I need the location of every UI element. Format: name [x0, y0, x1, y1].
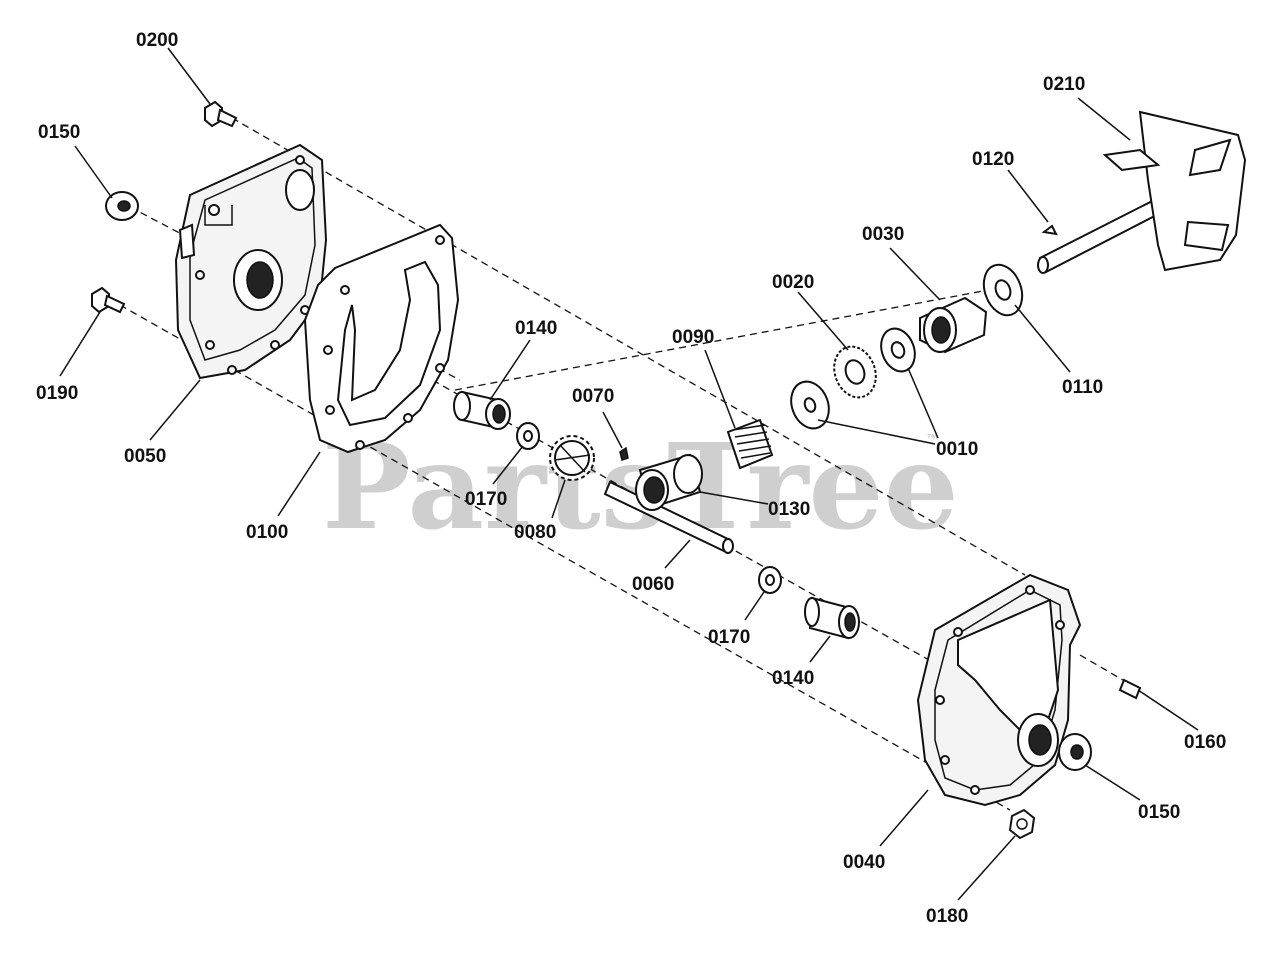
part-0190-bolt[interactable]	[91, 286, 126, 314]
part-0100-gasket[interactable]	[303, 223, 460, 454]
part-0110-washer[interactable]	[977, 259, 1029, 320]
part-0210-impeller[interactable]	[1037, 110, 1247, 274]
part-0150-nut-left[interactable]	[105, 191, 139, 221]
part-0060-shaft[interactable]	[603, 480, 734, 554]
label-0150-right: 0150	[1138, 802, 1180, 823]
part-0160-set-screw[interactable]	[1118, 678, 1142, 700]
label-0210: 0210	[1043, 74, 1085, 95]
label-0020: 0020	[772, 272, 814, 293]
part-0010-washer-inner[interactable]	[875, 324, 920, 376]
label-0030: 0030	[862, 224, 904, 245]
label-0120: 0120	[972, 149, 1014, 170]
part-0150-nut-right[interactable]	[1058, 733, 1092, 771]
part-0070-key[interactable]	[619, 446, 629, 461]
part-0180-nut[interactable]	[1008, 808, 1036, 840]
label-0070: 0070	[572, 386, 614, 407]
label-0050: 0050	[124, 446, 166, 467]
part-0020-thrust-bearing[interactable]	[827, 341, 882, 404]
label-0190: 0190	[36, 383, 78, 404]
part-0040-right-housing[interactable]	[916, 573, 1082, 807]
leader-lines	[59, 47, 1199, 901]
label-0110: 0110	[1062, 377, 1103, 398]
label-0170-upper: 0170	[465, 489, 507, 510]
label-0160: 0160	[1184, 732, 1226, 753]
label-0010: 0010	[936, 439, 978, 460]
label-0060: 0060	[632, 574, 674, 595]
label-0170-lower: 0170	[708, 627, 750, 648]
label-0080: 0080	[514, 522, 556, 543]
label-0140-lower: 0140	[772, 668, 814, 689]
label-0200: 0200	[136, 30, 178, 51]
label-0180: 0180	[926, 906, 968, 927]
label-0140-upper: 0140	[515, 318, 557, 339]
watermark-trademark: ™	[926, 431, 938, 445]
part-0200-bolt[interactable]	[204, 100, 238, 128]
part-0120-key[interactable]	[1041, 224, 1058, 236]
part-0140-bushing-lower[interactable]	[804, 596, 860, 640]
part-labels: 0200 0150 0190 0050 0100 0140 0170 0070 …	[36, 30, 1226, 927]
label-0090: 0090	[672, 327, 714, 348]
part-0090-worm[interactable]	[726, 418, 774, 470]
part-0170-washer-upper[interactable]	[516, 422, 540, 450]
part-0030-bearing-housing[interactable]	[919, 296, 988, 354]
label-0130: 0130	[768, 499, 810, 520]
label-0150-left: 0150	[38, 122, 80, 143]
part-0170-washer-lower[interactable]	[758, 566, 782, 594]
label-0100: 0100	[246, 522, 288, 543]
part-0080-gear[interactable]	[549, 435, 595, 481]
part-0050-left-housing[interactable]	[174, 143, 328, 380]
part-0010-washer[interactable]	[785, 376, 835, 433]
label-0040: 0040	[843, 852, 885, 873]
part-0140-bushing-upper[interactable]	[453, 390, 511, 430]
